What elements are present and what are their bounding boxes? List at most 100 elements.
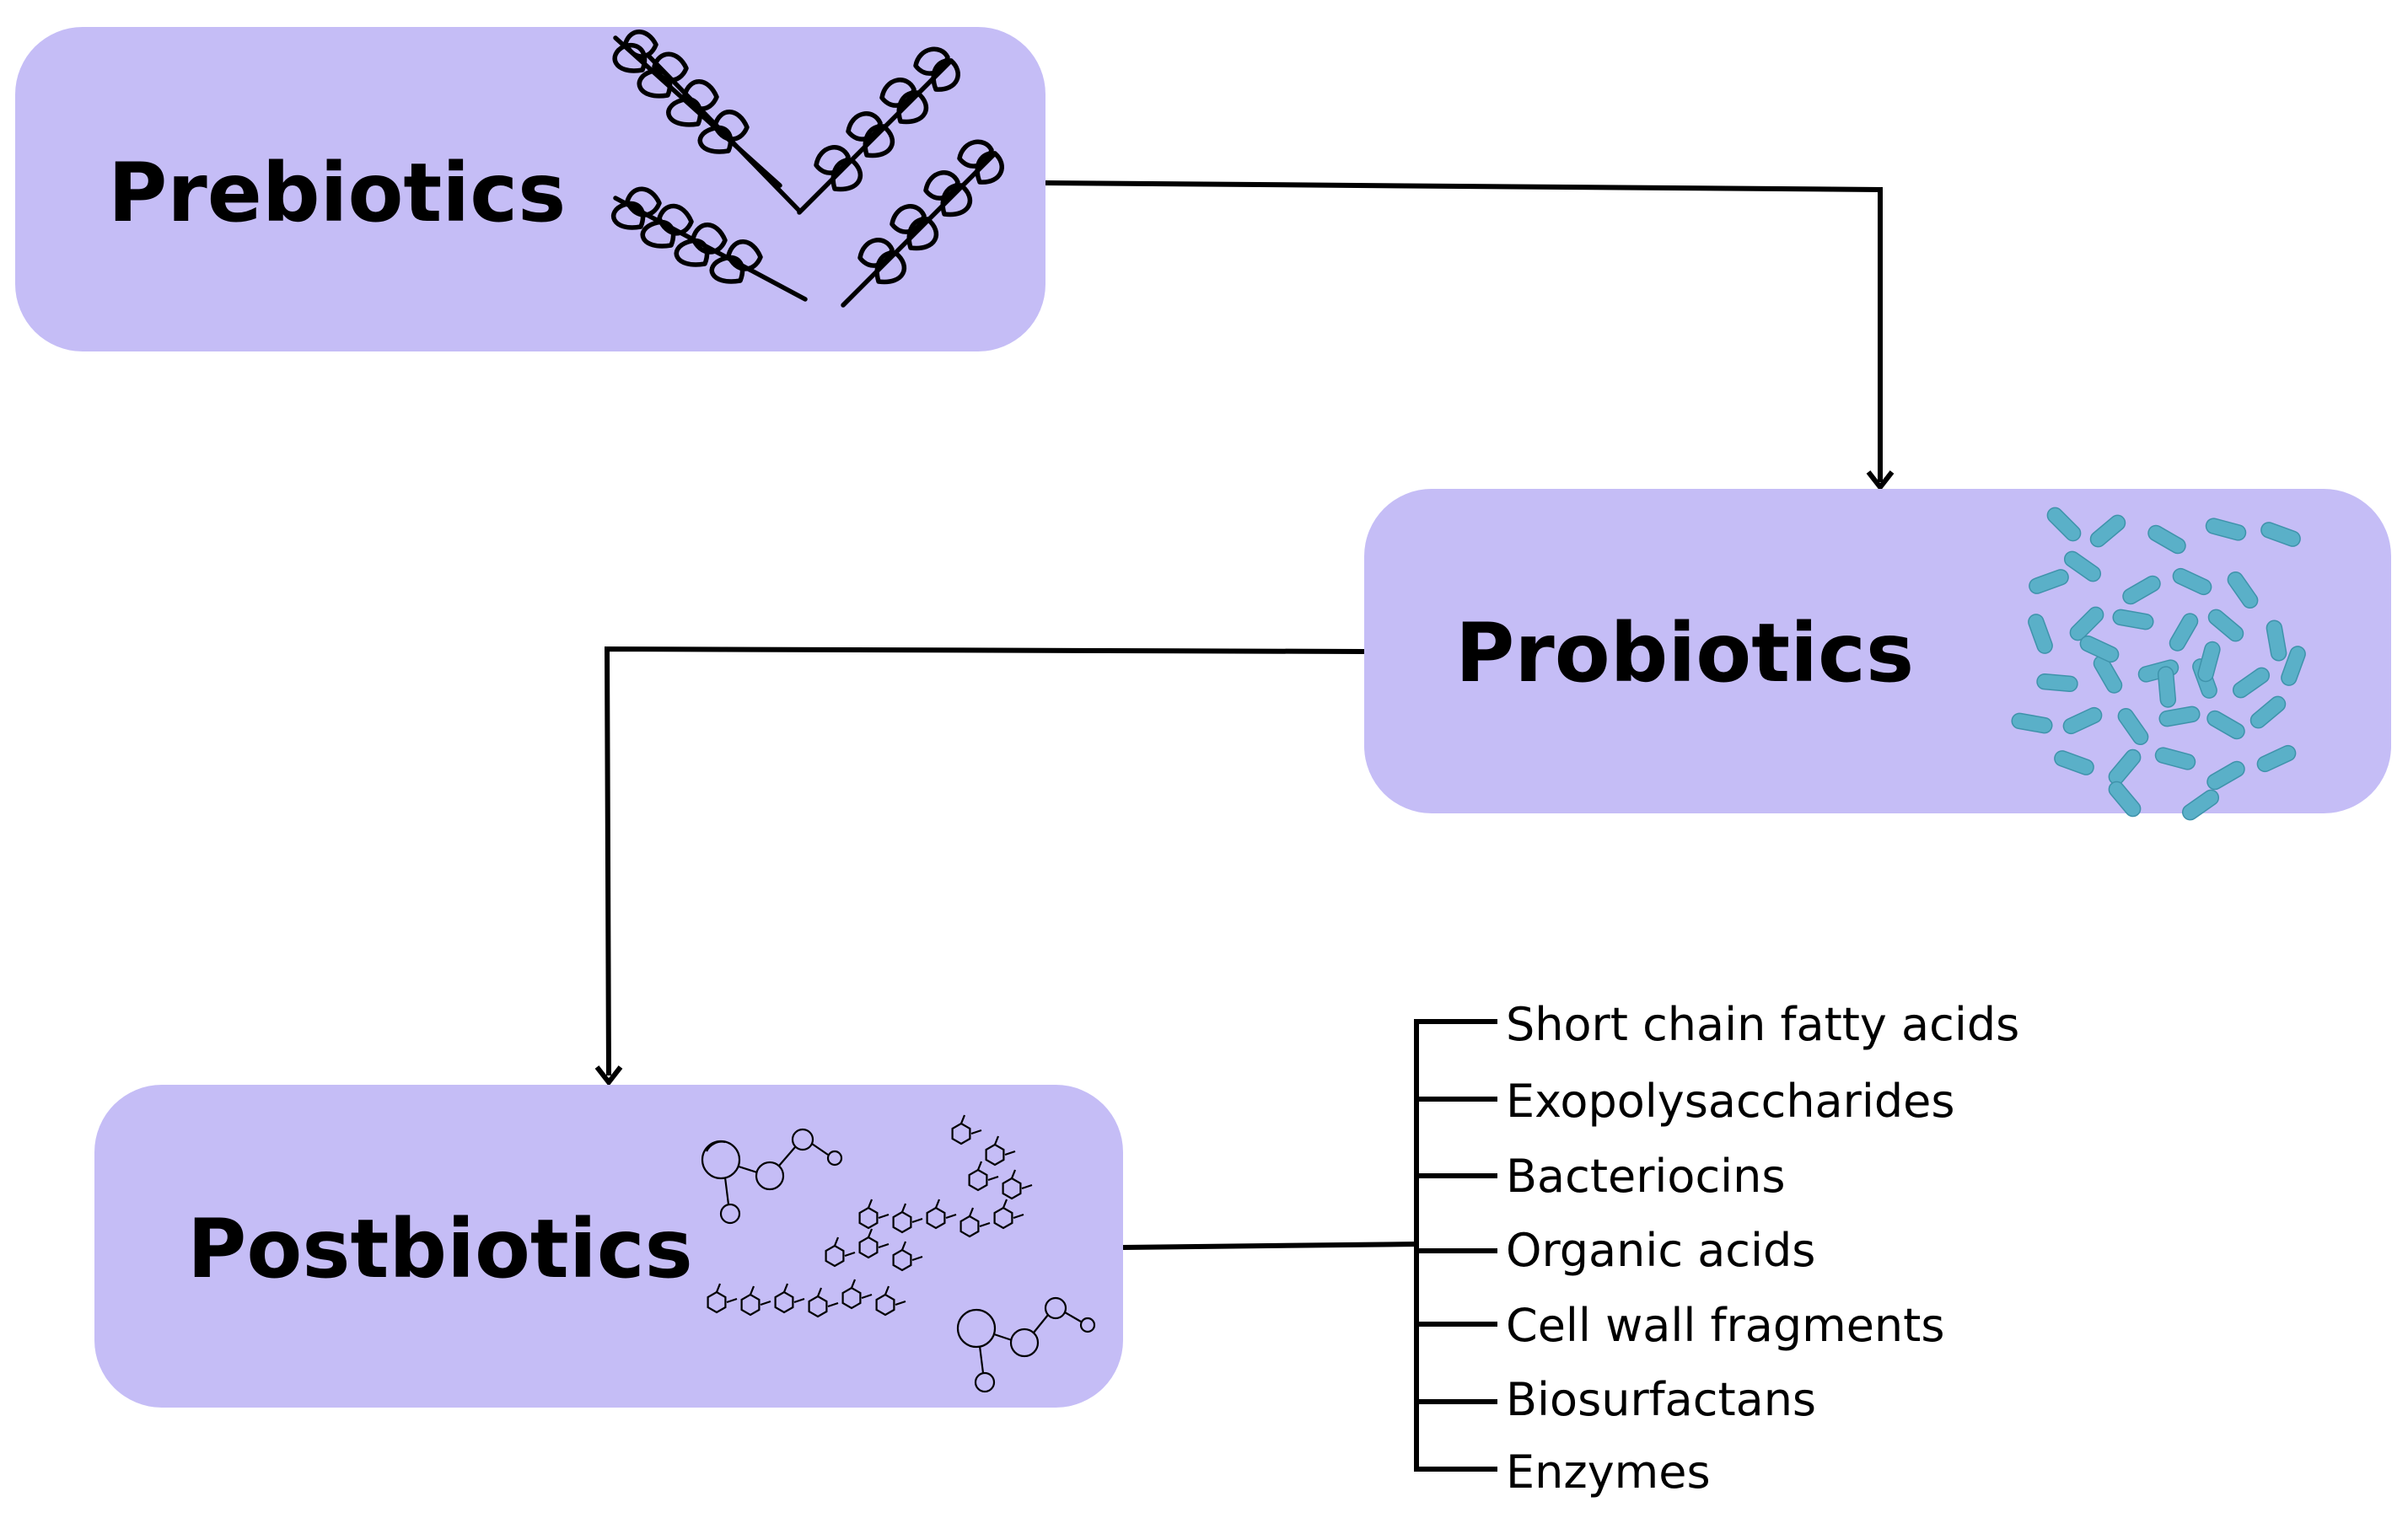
bacterium-rod-icon bbox=[2169, 613, 2199, 652]
postbiotics-label: Postbiotics bbox=[187, 1202, 693, 1296]
glycosidic-bond-icon bbox=[1021, 1183, 1033, 1190]
sugar-ring-icon bbox=[1002, 1177, 1022, 1200]
ball-stick-molecule-icon bbox=[701, 1128, 843, 1225]
component-label: Exopolysaccharides bbox=[1506, 1075, 1955, 1128]
postbiotics-box bbox=[94, 1085, 1123, 1408]
hydroxyl-bond-icon bbox=[715, 1283, 722, 1293]
bacterium-rod-icon bbox=[2181, 789, 2220, 821]
hydroxyl-bond-icon bbox=[816, 1287, 823, 1297]
glycosidic-bond-icon bbox=[1013, 1213, 1024, 1220]
bacterium-rod-icon bbox=[2108, 748, 2142, 786]
bacterium-rod-icon bbox=[2054, 750, 2094, 775]
sugar-ring-icon bbox=[993, 1206, 1013, 1230]
bacterium-rod-icon bbox=[2028, 614, 2053, 654]
hydroxyl-bond-icon bbox=[976, 1161, 983, 1171]
sugar-ring-icon bbox=[875, 1293, 895, 1317]
component-label: Short chain fatty acids bbox=[1506, 998, 2019, 1051]
hydroxyl-bond-icon bbox=[900, 1241, 907, 1251]
hydroxyl-bond-icon bbox=[749, 1285, 755, 1295]
sugar-ring-icon bbox=[858, 1236, 879, 1259]
hydroxyl-bond-icon bbox=[867, 1228, 873, 1238]
connector-prebiotics-to-probiotics bbox=[1045, 180, 1883, 482]
connector-postbiotics-to-components bbox=[1122, 1242, 1417, 1250]
bacterium-rod-icon bbox=[2227, 571, 2259, 609]
bacterium-rod-icon bbox=[2069, 606, 2104, 641]
bacterium-rod-icon bbox=[2046, 507, 2082, 542]
polysaccharide-chain-icon bbox=[707, 1114, 1033, 1318]
glycosidic-bond-icon bbox=[911, 1255, 923, 1262]
connector-probiotics-to-postbiotics bbox=[604, 646, 1365, 1076]
bacterium-rod-icon bbox=[2011, 712, 2053, 734]
sugar-ring-icon bbox=[858, 1206, 879, 1230]
bacterium-rod-icon bbox=[2079, 635, 2120, 663]
bacterium-rod-icon bbox=[2266, 620, 2287, 662]
bacterium-rod-icon bbox=[2154, 747, 2196, 770]
bacterium-rod-icon bbox=[2260, 522, 2301, 547]
glycosidic-bond-icon bbox=[760, 1300, 771, 1306]
bacterium-rod-icon bbox=[2117, 707, 2149, 746]
bacterium-rod-icon bbox=[2108, 780, 2142, 818]
bacterium-rod-icon bbox=[2256, 744, 2297, 773]
bacterium-rod-icon bbox=[2206, 710, 2245, 740]
bacterium-rod-icon bbox=[2063, 550, 2102, 582]
hydroxyl-bond-icon bbox=[782, 1283, 789, 1293]
sugar-ring-icon bbox=[841, 1286, 862, 1310]
glycosidic-bond-icon bbox=[945, 1213, 957, 1220]
bacterium-rod-icon bbox=[2207, 609, 2244, 642]
sugar-ring-icon bbox=[926, 1206, 946, 1230]
arrowhead-into-postbiotics bbox=[594, 1065, 623, 1086]
bacterium-rod-icon bbox=[2206, 760, 2245, 791]
hydroxyl-bond-icon bbox=[993, 1135, 1000, 1145]
glycosidic-bond-icon bbox=[1004, 1150, 1016, 1156]
bacteria-cluster-icon bbox=[2011, 507, 2306, 821]
hydroxyl-bond-icon bbox=[900, 1203, 907, 1213]
sugar-ring-icon bbox=[959, 1215, 980, 1238]
bacterium-rod-icon bbox=[2158, 705, 2201, 727]
prebiotics-box bbox=[15, 27, 1045, 351]
probiotics-node: Probiotics bbox=[1364, 489, 2391, 821]
sugar-ring-icon bbox=[892, 1210, 912, 1234]
glycosidic-bond-icon bbox=[726, 1297, 738, 1304]
bacterium-rod-icon bbox=[2112, 609, 2154, 630]
glycosidic-bond-icon bbox=[861, 1293, 873, 1300]
bacterium-rod-icon bbox=[2249, 695, 2287, 729]
bacterium-rod-icon bbox=[2281, 646, 2306, 686]
postbiotics-node: Postbiotics bbox=[94, 1085, 1123, 1408]
sugar-ring-icon bbox=[707, 1290, 727, 1314]
bacterium-rod-icon bbox=[2205, 518, 2247, 541]
bacterium-rod-icon bbox=[2172, 567, 2212, 596]
hydroxyl-bond-icon bbox=[1002, 1199, 1008, 1209]
component-label: Cell wall fragments bbox=[1506, 1299, 1944, 1352]
component-label: Biosurfactans bbox=[1506, 1373, 1816, 1426]
component-label: Organic acids bbox=[1506, 1224, 1815, 1277]
hydroxyl-bond-icon bbox=[867, 1199, 873, 1209]
bacterium-rod-icon bbox=[2036, 673, 2078, 693]
bacterium-rod-icon bbox=[2232, 667, 2271, 699]
bacterium-rod-icon bbox=[2197, 641, 2221, 683]
bacterium-rod-icon bbox=[2089, 514, 2126, 548]
bacterium-rod-icon bbox=[2029, 569, 2069, 594]
prebiotics-node: Prebiotics bbox=[15, 27, 1045, 351]
hydroxyl-bond-icon bbox=[934, 1199, 941, 1209]
sugar-ring-icon bbox=[808, 1295, 828, 1318]
component-label: Enzymes bbox=[1506, 1446, 1711, 1499]
prebiotics-label: Prebiotics bbox=[108, 146, 566, 240]
glycosidic-bond-icon bbox=[844, 1251, 856, 1258]
sugar-ring-icon bbox=[774, 1290, 794, 1314]
probiotics-label: Probiotics bbox=[1455, 606, 1914, 700]
hydroxyl-bond-icon bbox=[850, 1279, 857, 1289]
glycosidic-bond-icon bbox=[911, 1217, 923, 1224]
ball-stick-molecule-icon bbox=[956, 1296, 1096, 1393]
sugar-ring-icon bbox=[985, 1143, 1005, 1167]
wheat-sprigs-icon bbox=[611, 30, 1004, 308]
arrowhead-into-probiotics bbox=[1866, 470, 1895, 491]
glycosidic-bond-icon bbox=[827, 1301, 839, 1308]
sugar-ring-icon bbox=[968, 1168, 988, 1192]
components-bracket bbox=[1414, 1019, 1497, 1472]
hydroxyl-bond-icon bbox=[833, 1236, 840, 1247]
glycosidic-bond-icon bbox=[793, 1297, 805, 1304]
sugar-ring-icon bbox=[740, 1293, 761, 1317]
molecule-structures-icon bbox=[701, 1114, 1096, 1393]
sugar-ring-icon bbox=[825, 1244, 845, 1268]
glycosidic-bond-icon bbox=[979, 1221, 991, 1228]
